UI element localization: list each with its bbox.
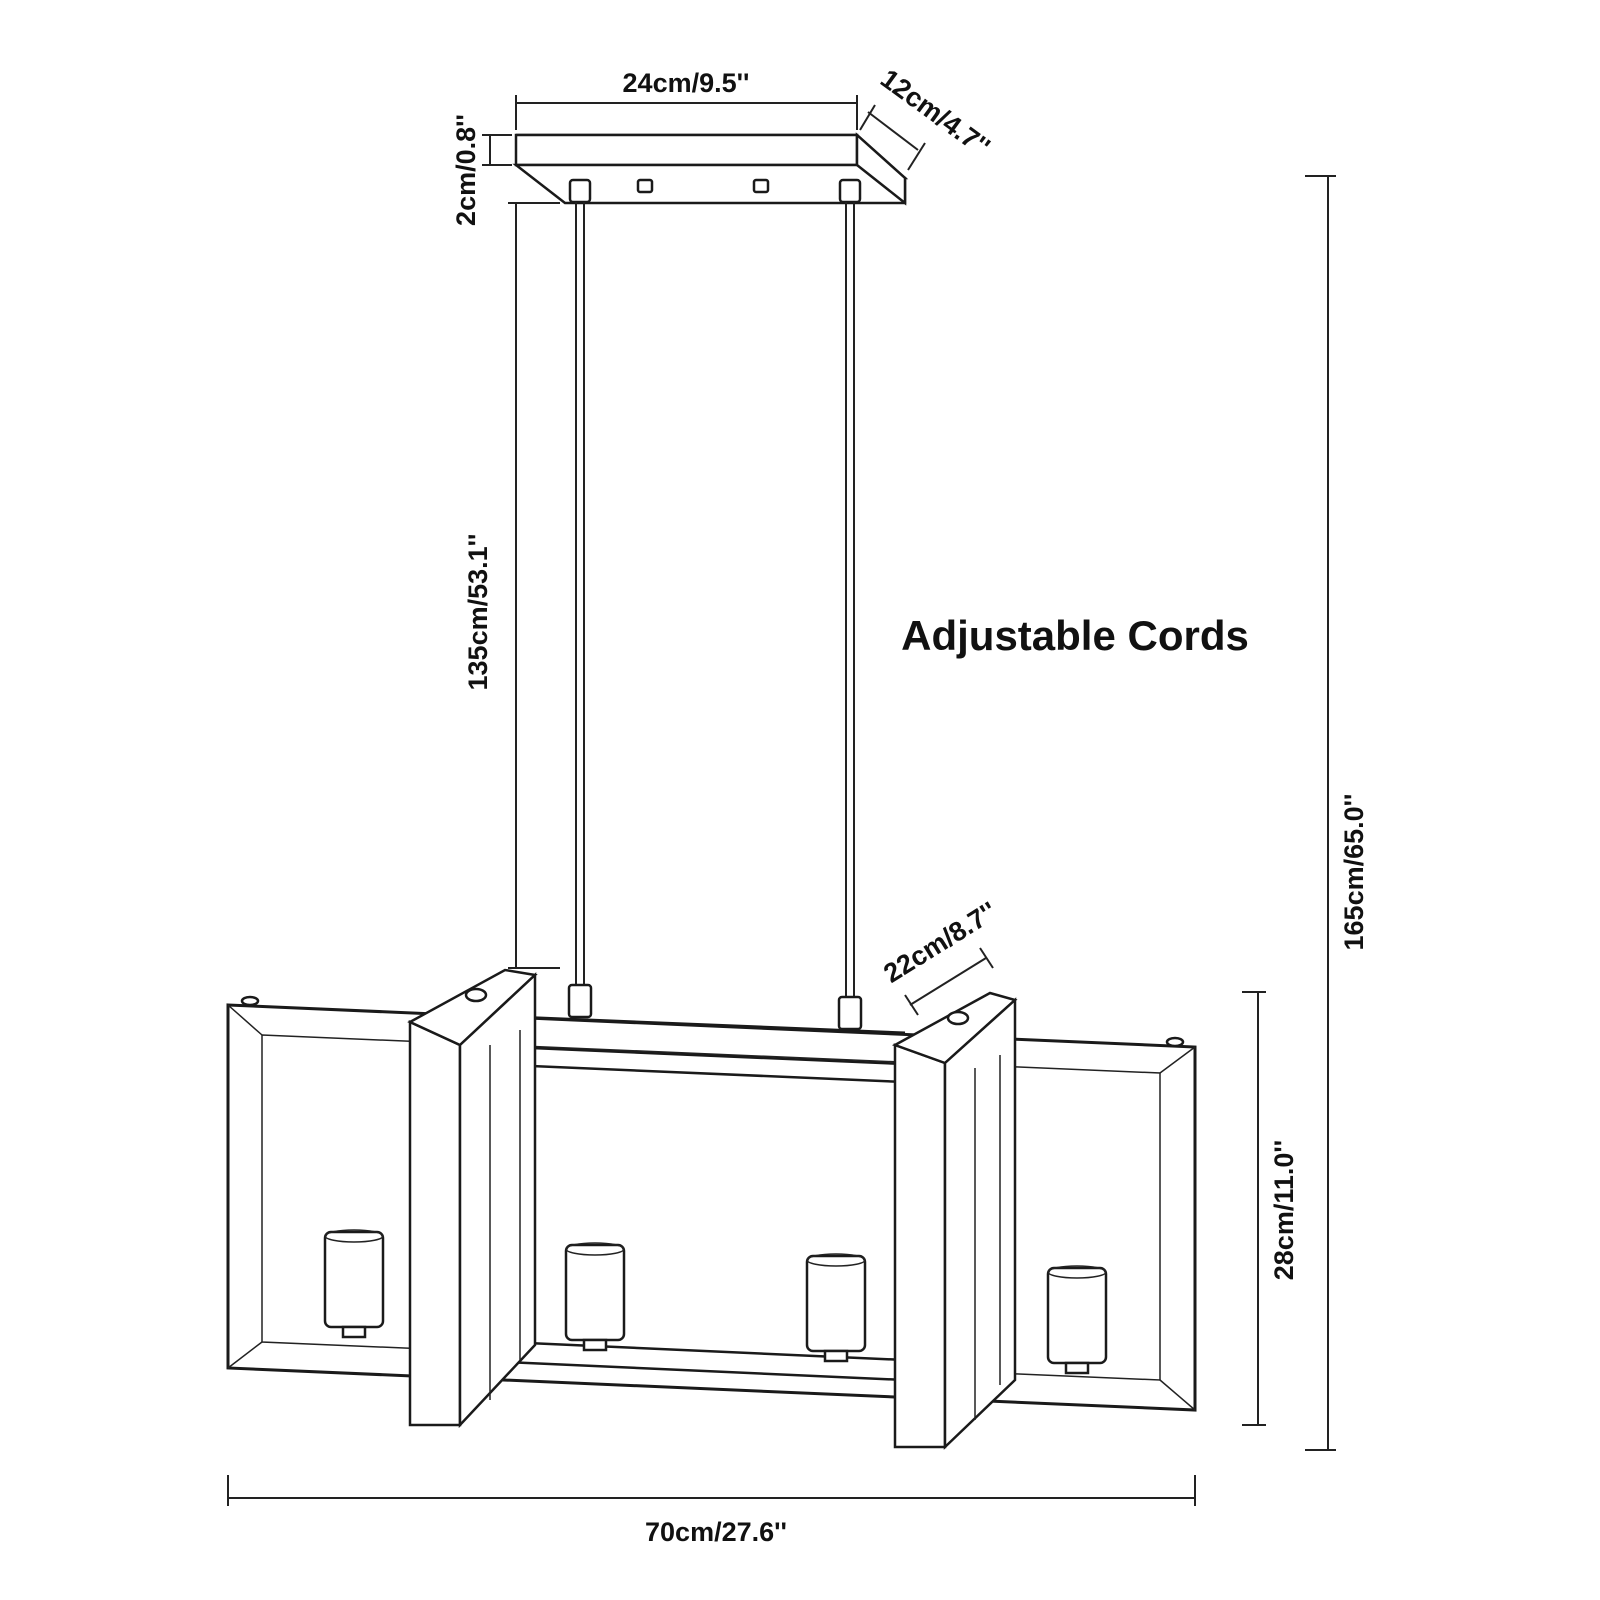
label-canopy-depth: 12cm/4.7'' [875,63,995,162]
label-canopy-width: 24cm/9.5'' [623,68,750,98]
frame-inner [261,1034,1161,1381]
frame-corner-br [1159,1379,1196,1411]
canopy-screw-left [636,178,654,194]
frame-cap-right [1165,1036,1185,1048]
fixture-frame [226,968,1197,1450]
dim-line-canopy-depth [867,111,919,151]
socket-1 [323,1229,385,1339]
frame-corner-tl [227,1004,263,1036]
canopy-screw-right [752,178,770,194]
socket-2 [564,1242,626,1352]
socket-4 [1046,1265,1108,1375]
label-frame-depth: 22cm/8.7'' [878,896,1002,989]
label-frame-height: 28cm/11.0'' [1269,1140,1299,1280]
bulb-sockets [323,1229,1108,1375]
right-upright-front [893,1043,947,1449]
frame-corner-bl [227,1341,263,1369]
socket-3 [805,1253,867,1363]
frame-top-rail [489,1014,906,1035]
canopy-cord-grip-left [568,178,592,204]
label-total-height: 165cm/65.0'' [1339,794,1369,951]
cord-connector-right [837,995,863,1031]
suspension-cords [567,202,863,1031]
frame-cap-left [240,995,260,1007]
label-canopy-height: 2cm/0.8'' [451,114,481,226]
canopy-front-face [514,133,859,167]
label-frame-width: 70cm/27.6'' [645,1517,787,1547]
left-upright-front [408,1020,462,1427]
label-cord-length: 135cm/53.1'' [463,534,493,691]
cord-connector-left [567,983,593,1019]
right-upright-side [943,997,1017,1450]
dimension-labels: 24cm/9.5'' 12cm/4.7'' 2cm/0.8'' 135cm/53… [451,63,1369,1547]
right-upright-cap [946,1010,970,1026]
label-adjustable-cords: Adjustable Cords [901,612,1249,659]
canopy-side-face [855,132,907,206]
ceiling-canopy [512,132,909,206]
frame-corner-tr [1159,1046,1196,1074]
dim-line-frame-depth [909,957,987,1006]
left-upright-side [458,972,537,1429]
dimension-lines [227,95,1336,1506]
canopy-cord-grip-right [838,178,862,204]
left-upright-cap [464,987,488,1003]
